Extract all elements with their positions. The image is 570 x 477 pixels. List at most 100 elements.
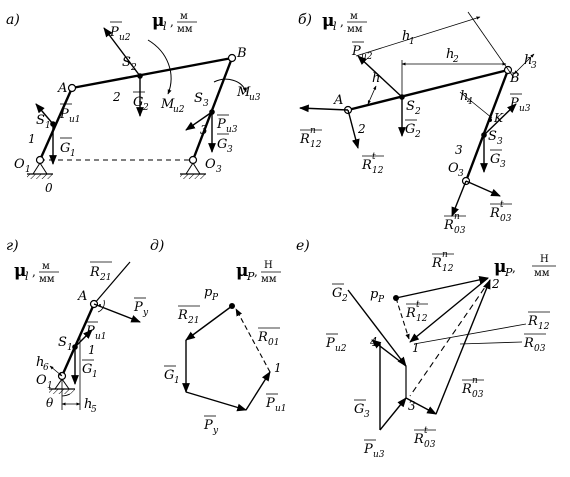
dimension-h6: [49, 365, 63, 377]
svg-text:03: 03: [424, 440, 436, 450]
svg-text:2: 2: [452, 55, 459, 65]
svg-text:мм: мм: [261, 274, 277, 285]
label-R21: R 21: [89, 261, 112, 283]
svg-text:P: P: [363, 442, 373, 457]
angle-theta-arc: [61, 393, 71, 397]
label-S2: S: [122, 55, 131, 70]
label-Pi2: P и2: [109, 21, 131, 43]
moment-Mi3-arc: [213, 78, 247, 93]
panel-b-tag: б): [298, 12, 312, 28]
svg-text:t: t: [416, 300, 420, 310]
svg-text:03: 03: [500, 214, 512, 224]
svg-text:P: P: [265, 396, 275, 411]
svg-text:n: n: [310, 126, 316, 136]
label-pP: p P: [370, 287, 385, 305]
svg-text:1: 1: [409, 37, 415, 47]
svg-text:Н: Н: [264, 260, 273, 271]
svg-text:p: p: [370, 287, 379, 302]
label-R03t: R t 03: [489, 200, 512, 224]
svg-text:p: p: [204, 285, 213, 300]
label-h5: h 5: [84, 397, 97, 415]
label-O1-sub: 1: [25, 165, 31, 175]
label-R21: R 21: [177, 305, 200, 326]
svg-text:1: 1: [174, 376, 180, 386]
svg-text:12: 12: [442, 264, 454, 274]
force-Pi2-arrow: [103, 27, 141, 77]
label-B: B: [509, 71, 520, 86]
point-K: [488, 118, 492, 122]
svg-text:м: м: [350, 11, 358, 22]
svg-text:и2: и2: [173, 105, 185, 115]
label-G2: G 2: [405, 119, 421, 140]
support-O1: [27, 155, 53, 179]
svg-text:R: R: [89, 265, 100, 280]
svg-text:3: 3: [497, 137, 503, 147]
svg-text:h: h: [524, 53, 532, 68]
force-R03n-arrow: [451, 180, 467, 217]
svg-text:Н: Н: [540, 254, 549, 265]
svg-text:R: R: [257, 330, 268, 345]
svg-text:h: h: [446, 47, 454, 62]
svg-text:M: M: [160, 97, 175, 112]
svg-text:и2: и2: [119, 33, 131, 43]
force-Pi1-arrow: [74, 329, 93, 348]
label-h3: h 3: [524, 53, 537, 71]
vector-Py: [185, 391, 247, 412]
svg-text:l: l: [333, 20, 337, 33]
leader-R03: [459, 341, 523, 345]
svg-text:м: м: [42, 261, 50, 272]
support-O3: [180, 155, 206, 179]
svg-text:h: h: [402, 29, 410, 44]
vector-Pi1: [245, 371, 271, 411]
svg-text:S: S: [488, 129, 497, 144]
svg-text:μ: μ: [322, 11, 334, 31]
label-link-2: 2: [357, 122, 366, 136]
svg-text:мм: мм: [347, 24, 363, 35]
svg-text:2: 2: [414, 107, 421, 117]
svg-text:P: P: [133, 300, 143, 315]
label-S3: S 3: [488, 129, 503, 147]
label-G3: G 3: [354, 399, 370, 420]
svg-text:h: h: [460, 89, 468, 104]
svg-text:4: 4: [466, 97, 473, 107]
panel-a-tag: а): [6, 12, 20, 28]
dimension-h1: [355, 16, 481, 57]
joint-B: [227, 53, 237, 63]
svg-text:и3: и3: [249, 93, 261, 103]
svg-text:и2: и2: [361, 52, 373, 62]
svg-text:R: R: [361, 158, 372, 173]
svg-text:μ: μ: [236, 261, 248, 281]
svg-text:G: G: [490, 152, 500, 167]
label-A: A: [77, 289, 87, 304]
label-O1: O: [14, 157, 25, 172]
h1-force-line: [467, 11, 515, 79]
svg-text:,: ,: [512, 261, 516, 275]
svg-text:3: 3: [531, 61, 537, 71]
svg-text:,: ,: [254, 265, 258, 279]
label-h: h: [372, 71, 380, 86]
label-S3: S: [194, 91, 203, 106]
force-Pi3-arrow: [483, 103, 517, 136]
svg-text:P: P: [109, 25, 119, 40]
panel-g-crank-forces: г) μ l , м мм A 1 θ: [6, 238, 149, 415]
label-G2: G 2: [133, 91, 149, 113]
svg-text:h: h: [84, 397, 92, 412]
link-1-crank: [38, 87, 74, 161]
svg-text:t: t: [500, 200, 504, 210]
svg-text:G: G: [217, 137, 227, 152]
svg-text:3: 3: [227, 145, 233, 155]
svg-text:12: 12: [538, 322, 550, 332]
label-O3: O 3: [448, 161, 464, 179]
svg-text:12: 12: [310, 140, 322, 150]
panel-g-tag: г): [6, 238, 19, 254]
svg-text:O: O: [448, 161, 459, 176]
force-Py-arrow: [93, 303, 141, 323]
svg-text:P: P: [509, 96, 519, 111]
svg-text:G: G: [332, 286, 342, 301]
svg-text:G: G: [82, 362, 92, 377]
label-Pi3: P и3: [363, 439, 385, 460]
svg-text:5: 5: [91, 405, 97, 415]
svg-text:O: O: [36, 373, 47, 388]
vector-R03t: [405, 397, 437, 415]
